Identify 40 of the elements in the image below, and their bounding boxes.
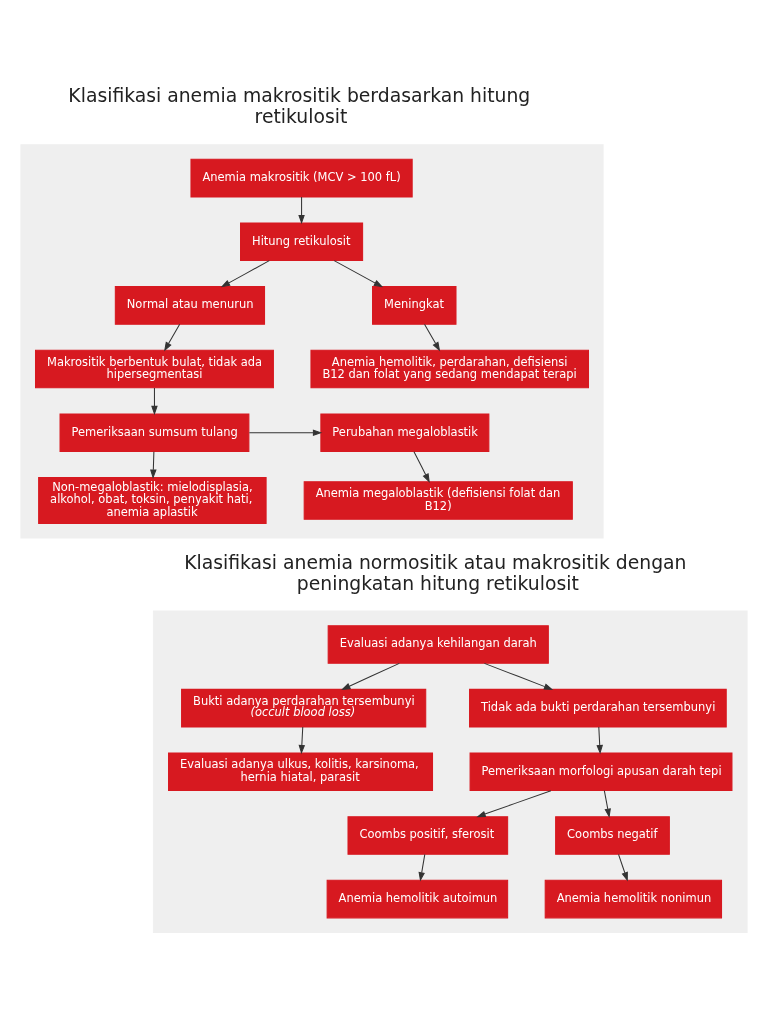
arrow: [333, 260, 384, 288]
arrow: [298, 726, 306, 755]
node-box: Coombs negatif: [555, 816, 670, 855]
node-box: Evaluasi adanya kehilangan darah: [327, 625, 549, 664]
node-box: Coombs positif, sferosit: [347, 816, 509, 855]
label: Klasifikasi anemia normositik atau makrositik dengan peningkatan hitung retikulosit: [184, 551, 687, 594]
arrow: [618, 853, 628, 882]
arrow: [476, 790, 552, 818]
node-box: Anemia hemolitik autoimun: [326, 879, 509, 919]
node-box: Anemia megaloblastik (defisiensi folat dan B12): [303, 481, 573, 520]
node-box: Anemia makrositik (MCV > 100 fL): [190, 158, 413, 198]
node-box: Hitung retikulosit: [240, 222, 364, 262]
cluster: [152, 610, 748, 933]
arrow: [164, 323, 181, 352]
node-box: Non-megaloblastik: mielodisplasia, alkohol, obat, toksin, penyakit hati, anemia aplastik: [38, 477, 267, 524]
arrow: [418, 853, 426, 882]
cluster: [20, 144, 604, 539]
arrow: [220, 260, 270, 288]
arrow: [150, 451, 157, 479]
node-box: Pemeriksaan sumsum tulang: [59, 413, 250, 452]
node-box: Bukti adanya perdarahan tersembunyi (occult blood loss): [181, 688, 427, 728]
label: Klasifikasi anemia makrositik berdasarkan hitung retikulosit: [68, 85, 531, 128]
arrow: [413, 451, 430, 483]
node-box: Tidak ada bukti perdarahan tersembunyi: [469, 688, 727, 728]
node-box: Meningkat: [372, 286, 457, 325]
node-box: Makrositik berbentuk bulat, tidak ada hipersegmentasi: [35, 349, 274, 389]
node-box: Anemia hemolitik, perdarahan, defisiensi B12 dan folat yang sedang mendapat terapi: [310, 349, 589, 389]
arrow: [298, 196, 305, 225]
node-box: Anemia hemolitik nonimun: [544, 879, 723, 919]
arrow: [151, 387, 158, 416]
arrow: [248, 429, 323, 436]
arrow: [596, 726, 603, 755]
node-box: Pemeriksaan morfologi apusan darah tepi: [469, 752, 733, 792]
arrow: [341, 662, 400, 690]
node-box: Normal atau menurun: [114, 286, 266, 325]
arrow: [483, 662, 554, 690]
node-box: Perubahan megaloblastik: [320, 413, 490, 452]
arrow: [424, 323, 441, 352]
arrow: [603, 790, 611, 818]
node-box: Evaluasi adanya ulkus, kolitis, karsinoma, hernia hiatal, parasit: [168, 752, 434, 792]
